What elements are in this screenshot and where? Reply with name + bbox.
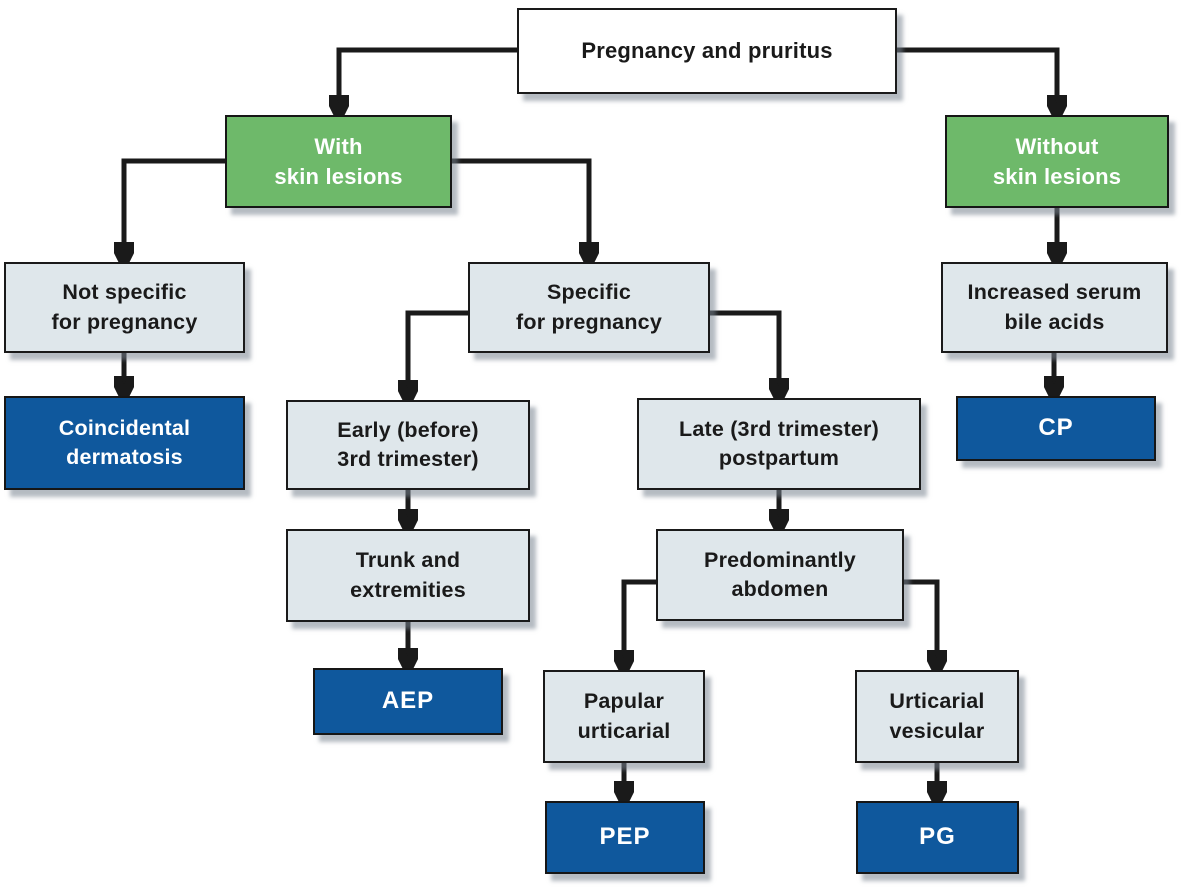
node-pregnancy-and-pruritus: Pregnancy and pruritus: [517, 8, 897, 94]
node-without-skin-lesions: Without skin lesions: [945, 115, 1169, 208]
node-specific-for-pregnancy: Specific for pregnancy: [468, 262, 710, 353]
node-coincidental-dermatosis: Coincidental dermatosis: [4, 396, 245, 490]
node-cp: CP: [956, 396, 1156, 461]
node-papular-urticarial: Papular urticarial: [543, 670, 705, 763]
node-aep: AEP: [313, 668, 503, 735]
node-trunk-and-extremities: Trunk and extremities: [286, 529, 530, 622]
node-not-specific-for-pregnancy: Not specific for pregnancy: [4, 262, 245, 353]
connector-specific-early: [408, 310, 468, 392]
node-late-3rd-trimester-postpartum: Late (3rd trimester) postpartum: [637, 398, 921, 490]
node-early-before-3rd-trimester: Early (before) 3rd trimester): [286, 400, 530, 490]
node-predominantly-abdomen: Predominantly abdomen: [656, 529, 904, 621]
connector-predominantly-urticarial: [904, 579, 937, 662]
connector-predominantly-papular: [624, 579, 656, 662]
node-increased-serum-bile-acids: Increased serum bile acids: [941, 262, 1168, 353]
connector-root-with-lesions: [339, 47, 517, 107]
node-pg: PG: [856, 801, 1019, 874]
node-with-skin-lesions: With skin lesions: [225, 115, 452, 208]
connector-specific-late: [710, 310, 779, 390]
connector-with-lesions-not-specific: [124, 158, 225, 254]
connector-with-lesions-specific: [452, 158, 589, 254]
node-pep: PEP: [545, 801, 705, 874]
connector-root-without-lesions: [897, 47, 1057, 107]
node-urticarial-vesicular: Urticarial vesicular: [855, 670, 1019, 763]
